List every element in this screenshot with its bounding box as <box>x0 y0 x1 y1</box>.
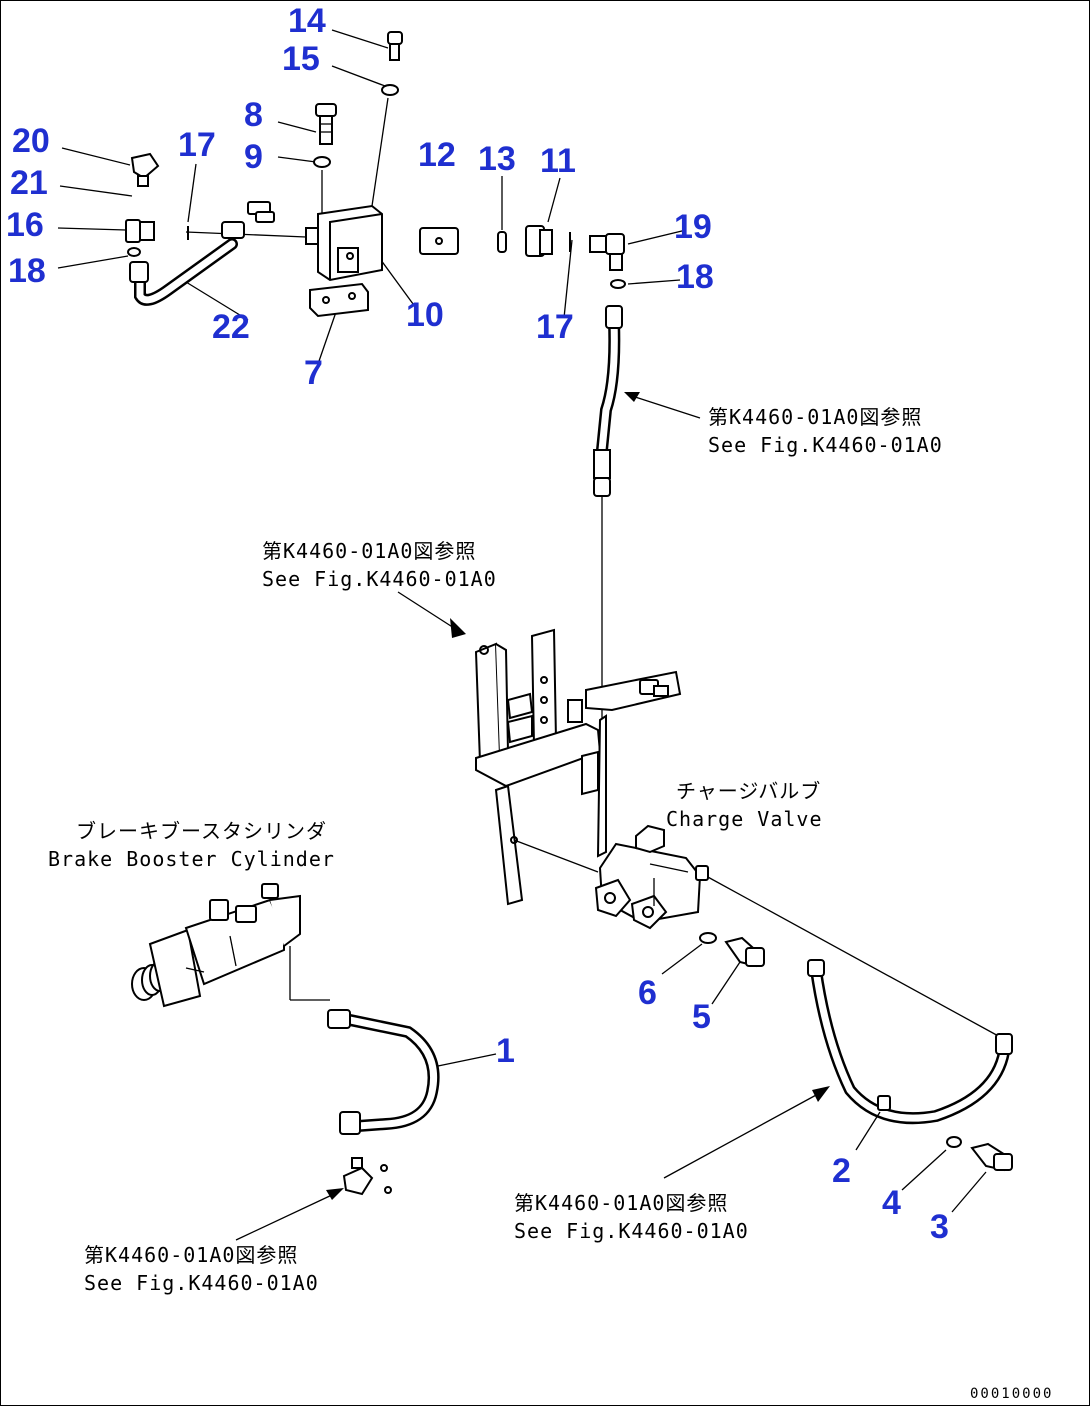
ref-bl-en: See Fig.K4460-01A0 <box>84 1271 319 1295</box>
bolt-5 <box>724 936 765 968</box>
fitting-bottom-left <box>342 1157 392 1196</box>
leader-lines <box>57 29 1003 1039</box>
callout-18b: 18 <box>676 258 714 296</box>
callout-22: 22 <box>212 308 250 346</box>
callout-14: 14 <box>288 2 326 40</box>
callout-16: 16 <box>6 206 44 244</box>
bracket-7 <box>309 282 369 318</box>
seal-13 <box>497 231 507 253</box>
spool-12 <box>419 227 459 255</box>
drawing-number: 00010000 <box>970 1386 1053 1402</box>
bolt-3 <box>970 1142 1013 1172</box>
ref-bl-arrow <box>326 1188 344 1200</box>
plug-11 <box>525 225 553 257</box>
ref-top-jp: 第K4460-01A0図参照 <box>708 405 922 429</box>
o-ring-18b <box>610 279 626 289</box>
callout-1: 1 <box>496 1032 515 1070</box>
callout-21: 21 <box>10 164 48 202</box>
booster-en: Brake Booster Cylinder <box>48 847 335 871</box>
vertical-hose <box>593 305 623 497</box>
hose-2 <box>807 959 1013 1125</box>
ref-mid-leader <box>397 591 455 629</box>
callout-15: 15 <box>282 40 320 78</box>
brake-booster-cylinder <box>131 883 301 1008</box>
ref-top-en: See Fig.K4460-01A0 <box>708 433 943 457</box>
ref-bl-jp: 第K4460-01A0図参照 <box>84 1243 298 1267</box>
callout-10: 10 <box>406 296 444 334</box>
charge-valve-en: Charge Valve <box>666 807 823 831</box>
ref-bl-leader <box>235 1193 335 1241</box>
callout-6: 6 <box>638 974 657 1012</box>
washer-4 <box>946 1136 962 1148</box>
elbow-19 <box>589 233 625 271</box>
callout-17a: 17 <box>178 126 216 164</box>
mounting-bracket <box>474 628 682 906</box>
ref-br-arrow <box>812 1086 830 1102</box>
ref-br-jp: 第K4460-01A0図参照 <box>514 1191 728 1215</box>
leader-1 <box>437 1053 497 1067</box>
callout-11: 11 <box>540 142 576 180</box>
callout-18a: 18 <box>8 252 46 290</box>
callout-5: 5 <box>692 998 711 1036</box>
callout-17b: 17 <box>536 308 574 346</box>
valve-block-10 <box>305 204 383 282</box>
ref-mid-jp: 第K4460-01A0図参照 <box>262 539 476 563</box>
callout-12: 12 <box>418 136 456 174</box>
bolt-8 <box>315 103 337 145</box>
charge-valve <box>594 824 709 930</box>
ref-br-leader <box>663 1093 819 1179</box>
ref-top-arrow <box>624 392 640 402</box>
adapter-16 <box>125 219 155 243</box>
ref-top-leader <box>631 395 701 419</box>
leader-4 <box>901 1149 947 1191</box>
callout-9: 9 <box>244 138 263 176</box>
fitting-20 <box>130 152 160 187</box>
callout-13: 13 <box>478 140 516 178</box>
washer-9 <box>313 156 331 168</box>
leader-6 <box>661 943 703 975</box>
reference-labels: 第K4460-01A0図参照 See Fig.K4460-01A0 第K4460… <box>84 405 943 1295</box>
leader-3 <box>951 1171 987 1213</box>
leader-5 <box>711 961 741 1005</box>
ref-mid-en: See Fig.K4460-01A0 <box>262 567 497 591</box>
washer-15 <box>381 84 399 96</box>
ref-mid-arrow <box>450 618 466 638</box>
leader-2 <box>855 1111 881 1151</box>
callout-7: 7 <box>304 354 323 392</box>
bolt-14 <box>387 31 403 61</box>
booster-jp: ブレーキブースタシリンダ <box>76 819 327 843</box>
hose-1 <box>327 1009 440 1135</box>
callout-2: 2 <box>832 1152 851 1190</box>
ref-br-en: See Fig.K4460-01A0 <box>514 1219 749 1243</box>
callout-20: 20 <box>12 122 50 160</box>
tube-22 <box>129 201 275 306</box>
washer-6 <box>699 932 717 944</box>
o-ring-18a <box>127 247 141 257</box>
callout-4: 4 <box>882 1184 901 1222</box>
callout-19: 19 <box>674 208 712 246</box>
callout-numbers: 14 15 8 9 20 17 21 16 18 22 7 10 12 13 1… <box>6 2 949 1246</box>
charge-valve-jp: チャージバルブ <box>676 779 821 803</box>
component-labels: チャージバルブ Charge Valve ブレーキブースタシリンダ Brake … <box>48 779 823 871</box>
callout-8: 8 <box>244 96 263 134</box>
callout-3: 3 <box>930 1208 949 1246</box>
